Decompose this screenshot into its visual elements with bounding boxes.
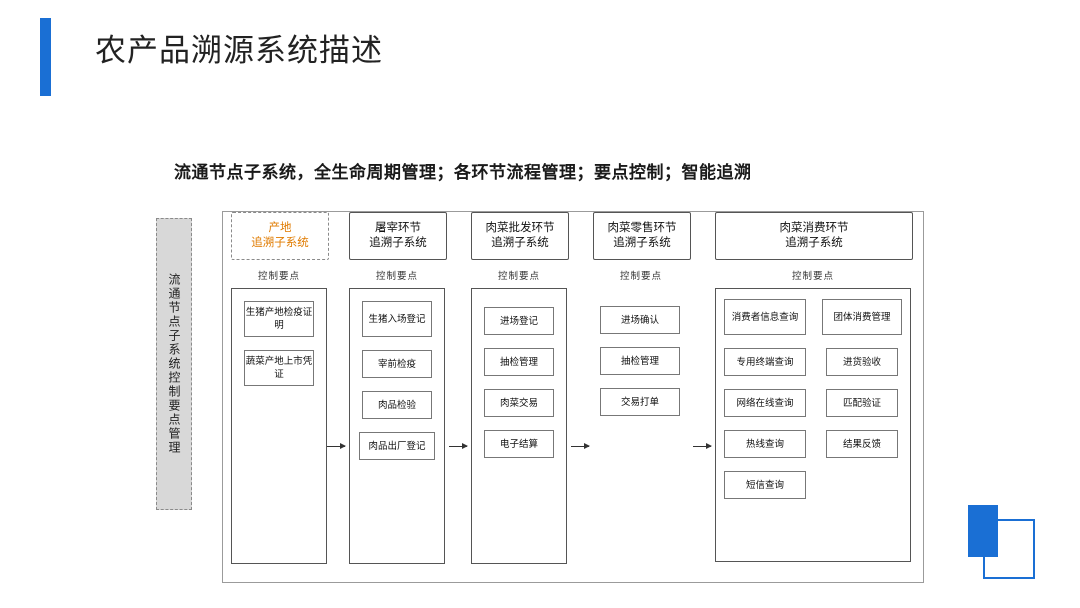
page-title: 农产品溯源系统描述 bbox=[95, 33, 383, 68]
column-retail-header-line1: 肉菜零售环节 bbox=[607, 222, 677, 234]
subcolumn-group-consumption: 团体消费管理 进货验收 匹配验证 结果反馈 bbox=[822, 299, 902, 512]
column-wholesale-body: 进场登记 抽检管理 肉菜交易 电子结算 bbox=[471, 288, 567, 564]
cell-slaughter-0: 生猪入场登记 bbox=[362, 301, 432, 337]
subtitle: 流通节点子系统，全生命周期管理；各环节流程管理；要点控制；智能追溯 bbox=[174, 163, 752, 182]
cell-consumer-info-0: 专用终端查询 bbox=[724, 348, 806, 376]
cell-retail-0: 进场确认 bbox=[600, 306, 680, 334]
column-slaughter-control-label: 控制要点 bbox=[375, 271, 418, 282]
cell-wholesale-1: 抽检管理 bbox=[484, 348, 554, 376]
arrow-slaughter-to-wholesale bbox=[449, 443, 468, 449]
subcolumn-consumer-info-header: 消费者信息查询 bbox=[724, 299, 806, 335]
column-origin-header: 产地 追溯子系统 bbox=[231, 212, 329, 260]
column-retail-body: 进场确认 抽检管理 交易打单 bbox=[593, 288, 687, 562]
cell-group-consumption-0: 进货验收 bbox=[826, 348, 898, 376]
subcolumn-consumer-info: 消费者信息查询 专用终端查询 网络在线查询 热线查询 短信查询 bbox=[724, 299, 806, 512]
column-wholesale-header-line2: 追溯子系统 bbox=[491, 237, 549, 249]
column-consumption: 肉菜消费环节 追溯子系统 控制要点 消费者信息查询 专用终端查询 网络在线查询 … bbox=[715, 212, 913, 562]
cell-retail-1: 抽检管理 bbox=[600, 347, 680, 375]
column-consumption-header-line1: 肉菜消费环节 bbox=[779, 222, 849, 234]
cell-origin-0: 生猪产地检疫证明 bbox=[244, 301, 314, 337]
column-wholesale: 肉菜批发环节 追溯子系统 控制要点 进场登记 抽检管理 肉菜交易 电子结算 bbox=[471, 212, 569, 564]
decoration-outline bbox=[983, 519, 1035, 579]
column-slaughter-body: 生猪入场登记 宰前检疫 肉品检验 肉品出厂登记 bbox=[349, 288, 445, 564]
column-slaughter: 屠宰环节 追溯子系统 控制要点 生猪入场登记 宰前检疫 肉品检验 肉品出厂登记 bbox=[349, 212, 447, 564]
arrow-origin-to-slaughter bbox=[327, 443, 346, 449]
column-retail-header: 肉菜零售环节 追溯子系统 bbox=[593, 212, 691, 260]
cell-wholesale-0: 进场登记 bbox=[484, 307, 554, 335]
cell-consumer-info-2: 热线查询 bbox=[724, 430, 806, 458]
column-consumption-header-line2: 追溯子系统 bbox=[785, 237, 843, 249]
column-origin-header-line1: 产地 bbox=[268, 222, 292, 234]
column-consumption-header: 肉菜消费环节 追溯子系统 bbox=[715, 212, 913, 260]
column-slaughter-header-line2: 追溯子系统 bbox=[369, 237, 427, 249]
column-origin-body: 生猪产地检疫证明 蔬菜产地上市凭证 bbox=[231, 288, 327, 564]
subcolumn-group-consumption-header: 团体消费管理 bbox=[822, 299, 902, 335]
column-retail-header-line2: 追溯子系统 bbox=[613, 237, 671, 249]
column-retail: 肉菜零售环节 追溯子系统 控制要点 进场确认 抽检管理 交易打单 bbox=[593, 212, 691, 562]
column-slaughter-header: 屠宰环节 追溯子系统 bbox=[349, 212, 447, 260]
cell-wholesale-3: 电子结算 bbox=[484, 430, 554, 458]
cell-wholesale-2: 肉菜交易 bbox=[484, 389, 554, 417]
title-accent-bar bbox=[40, 18, 51, 96]
column-retail-control-label: 控制要点 bbox=[619, 271, 662, 282]
column-consumption-control-label: 控制要点 bbox=[791, 271, 834, 282]
cell-slaughter-1: 宰前检疫 bbox=[362, 350, 432, 378]
column-origin-control-label: 控制要点 bbox=[257, 271, 300, 282]
column-consumption-body: 消费者信息查询 专用终端查询 网络在线查询 热线查询 短信查询 团体消费管理 进… bbox=[715, 288, 911, 562]
diagram-frame: 产地 追溯子系统 控制要点 生猪产地检疫证明 蔬菜产地上市凭证 屠宰环节 追溯子… bbox=[222, 211, 924, 583]
column-origin-header-line2: 追溯子系统 bbox=[251, 237, 309, 249]
left-vertical-label: 流通节点子系统控制要点管理 bbox=[156, 218, 192, 510]
column-wholesale-control-label: 控制要点 bbox=[497, 271, 540, 282]
cell-origin-1: 蔬菜产地上市凭证 bbox=[244, 350, 314, 386]
left-vertical-label-text: 流通节点子系统控制要点管理 bbox=[167, 273, 181, 455]
column-origin: 产地 追溯子系统 控制要点 生猪产地检疫证明 蔬菜产地上市凭证 bbox=[231, 212, 329, 564]
column-wholesale-header-line1: 肉菜批发环节 bbox=[485, 222, 555, 234]
cell-slaughter-2: 肉品检验 bbox=[362, 391, 432, 419]
cell-retail-2: 交易打单 bbox=[600, 388, 680, 416]
column-slaughter-header-line1: 屠宰环节 bbox=[375, 222, 421, 234]
cell-consumer-info-1: 网络在线查询 bbox=[724, 389, 806, 417]
arrow-retail-to-consumption bbox=[693, 443, 712, 449]
column-wholesale-header: 肉菜批发环节 追溯子系统 bbox=[471, 212, 569, 260]
cell-slaughter-3: 肉品出厂登记 bbox=[359, 432, 435, 460]
cell-group-consumption-1: 匹配验证 bbox=[826, 389, 898, 417]
cell-group-consumption-2: 结果反馈 bbox=[826, 430, 898, 458]
cell-consumer-info-3: 短信查询 bbox=[724, 471, 806, 499]
arrow-wholesale-to-retail bbox=[571, 443, 590, 449]
